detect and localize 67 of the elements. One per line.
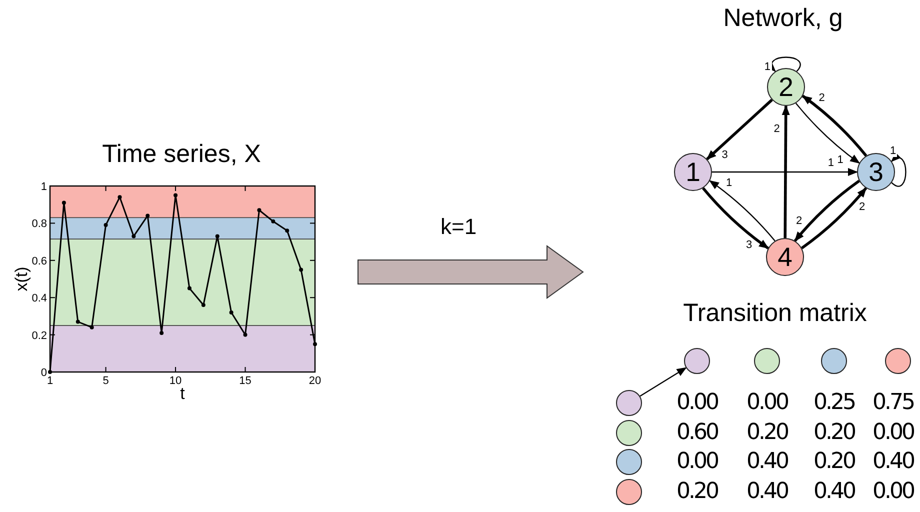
matrix-value: 0.40 [746,450,789,474]
node-number: 4 [778,242,792,272]
matrix-value: 0.60 [676,421,719,445]
self-loop-arrow [890,152,906,187]
matrix-value: 0.20 [676,480,719,504]
state-circle [684,348,710,374]
tick-label: 15 [239,375,252,387]
arrow [782,105,790,238]
edge-label: 3 [720,150,729,161]
arrow [706,98,773,160]
matrix-value: 0.75 [872,391,914,415]
matrix-value: 0.20 [746,421,789,445]
tick-label: 0.4 [32,292,47,305]
tick-label: 20 [308,375,322,387]
edge-label: 1 [889,146,898,157]
matrix-value: 0.25 [812,391,856,415]
matrix-value: 0.40 [872,450,915,474]
panel-title: Time series, X [101,140,262,169]
tick-label: 1 [46,375,54,387]
arrow [712,168,858,176]
node-number: 1 [686,156,700,188]
edge-label: 1 [826,158,836,168]
state-circle [616,390,642,416]
tick-label: 5 [102,375,109,387]
state-circle [616,449,642,475]
state-circle [754,348,780,374]
matrix-value: 0.20 [812,421,856,445]
arrow [702,187,769,250]
edge-label: 2 [858,202,866,212]
arrow [709,180,776,242]
tick-label: 0 [40,367,47,379]
matrix-value: 0.40 [746,480,789,504]
state-circle [674,153,712,191]
edge-label: 1 [725,178,734,189]
state-circle [857,153,895,191]
arrow [794,180,860,242]
node-number: 3 [868,156,884,188]
tick-label: 0.6 [32,255,47,268]
block-arrow [358,245,584,299]
matrix-value: 0.00 [872,421,915,445]
state-circle [767,68,805,106]
tick-label: 0.8 [32,218,47,230]
state-circle [821,348,847,374]
arrow [640,367,687,397]
panel-title: Network, g [722,4,844,33]
state-circle [766,238,804,276]
edge-label: 3 [744,240,754,251]
arrow [800,187,868,250]
matrix-value: 0.20 [812,450,856,474]
state-circle [885,348,911,374]
arrow [795,102,860,164]
matrix-value: 0.00 [676,450,719,474]
matrix-value: 0.40 [812,480,856,504]
matrix-value: 0.00 [746,391,789,415]
tick-label: 1 [40,182,47,193]
state-circle [616,420,642,446]
tick-label: 0.2 [32,330,47,342]
axis-title: t [180,384,185,403]
arrow [802,94,868,157]
state-circle [616,479,642,505]
edge-label: 1 [836,154,844,166]
matrix-value: 0.00 [872,480,915,504]
tick-label: 10 [169,375,182,387]
panel-title: Transition matrix [682,299,868,328]
node-number: 2 [778,72,794,102]
matrix-value: 0.00 [676,391,719,415]
axis-title: x(t) [12,266,31,292]
